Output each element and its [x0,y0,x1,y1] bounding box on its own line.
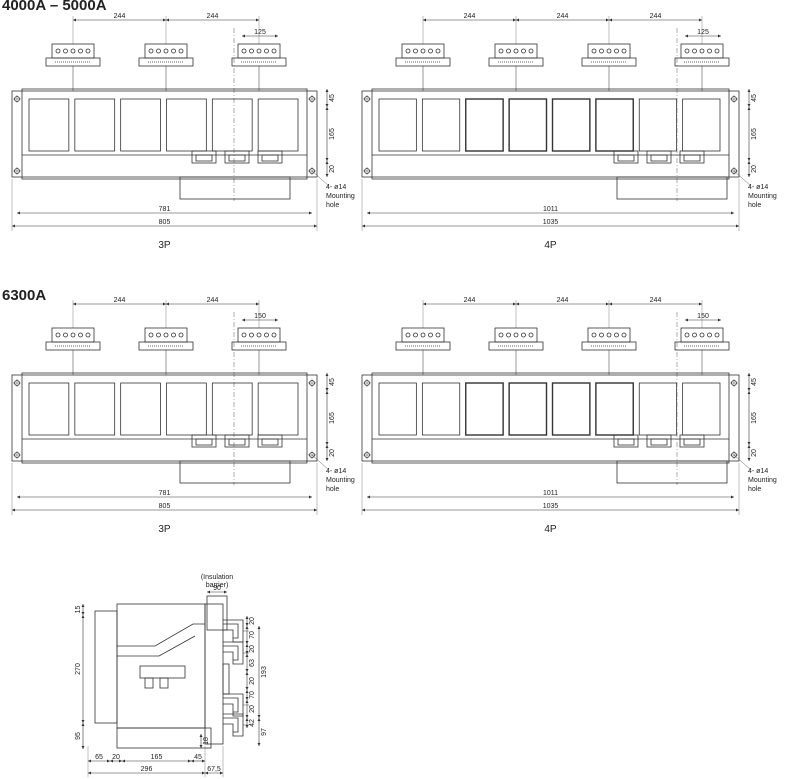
dimension-label: 45 [751,378,758,386]
terminal-block [488,43,544,67]
dimension-label: 20 [329,165,336,173]
view-label: 3P [158,240,171,251]
terminal-block [395,43,451,67]
dimension-label: 244 [557,297,569,304]
dimension-label: 20 [751,449,758,457]
dimension-label: 95 [75,732,82,740]
section-title-4000-5000: 4000A – 5000A [2,0,107,14]
dimension-label: 165 [151,754,163,761]
dimension-label: 45 [329,94,336,102]
terminal-block [45,43,101,67]
hole-note: Mounting [748,477,777,484]
hole-note: 4- ø14 [748,468,768,475]
dimension-label: 244 [207,13,219,20]
dimension-label: 63 [249,659,256,667]
dimension-label: 781 [159,490,171,497]
hole-note: Mounting [326,477,355,484]
dimension-label: 193 [261,666,268,678]
dimension-label: 42 [249,719,256,727]
dimension-label: 150 [697,313,709,320]
dimension-label: 18 [203,737,210,745]
dimension-label: 15 [75,606,82,614]
terminal-block [581,327,637,351]
terminal-block [138,327,194,351]
dimension-label: 125 [254,29,266,36]
dimension-label: 70 [249,691,256,699]
dimension-label: 20 [329,449,336,457]
dimension-label: 20 [112,754,120,761]
terminal-block [231,43,287,67]
dimension-label: 1011 [543,490,558,497]
hole-note: hole [326,486,339,493]
hole-note: Mounting [748,193,777,200]
terminal-block [488,327,544,351]
dimension-label: 244 [557,13,569,20]
dimension-label: 97 [261,728,268,736]
hole-note: hole [748,202,761,209]
dimension-label: 270 [75,663,82,675]
dimension-label: 244 [464,297,476,304]
dimension-label: 20 [249,705,256,713]
dimension-label: 45 [329,378,336,386]
dimension-label: 70 [249,631,256,639]
dimension-label: 45 [194,754,202,761]
terminal-block [581,43,637,67]
dimension-label: 67,5 [207,766,221,773]
dimension-label: 244 [114,297,126,304]
dimension-label: 805 [159,219,171,226]
view-label: 4P [544,240,557,251]
dimension-label: 165 [751,412,758,424]
dimension-label: 1035 [543,503,559,510]
dimension-label: 244 [650,13,662,20]
dimension-label: 805 [159,503,171,510]
dimension-label: 244 [650,297,662,304]
dimension-label: 1011 [543,206,558,213]
front-view-4p: 244 244 244 150 1011 1035 45 165 20 4- ø14Mountin… [361,297,777,535]
dimension-label: 781 [159,206,171,213]
terminal-block [231,327,287,351]
barrier-note: (Insulation [201,574,233,581]
hole-note: 4- ø14 [326,468,346,475]
dimension-label: 20 [751,165,758,173]
dimension-label: 244 [114,13,126,20]
dimension-label: 165 [329,412,336,424]
hole-note: hole [748,486,761,493]
barrier-note: barrier) [206,582,229,589]
dimension-label: 1035 [543,219,559,226]
dimension-label: 20 [249,617,256,625]
front-view-4p: 244 244 244 125 1011 1035 45 165 20 4- ø14Mountin… [361,13,777,251]
terminal-block [674,327,730,351]
hole-note: hole [326,202,339,209]
view-label: 4P [544,524,557,535]
dimension-label: 125 [697,29,709,36]
hole-note: 4- ø14 [748,184,768,191]
dimension-label: 165 [329,128,336,140]
hole-note: 4- ø14 [326,184,346,191]
dimension-label: 165 [751,128,758,140]
section-title-6300: 6300A [2,287,47,304]
terminal-block [45,327,101,351]
dimension-label: 20 [249,677,256,685]
terminal-block [138,43,194,67]
dimension-label: 45 [751,94,758,102]
dimension-label: 244 [207,297,219,304]
hole-note: Mounting [326,193,355,200]
dimension-label: 65 [95,754,103,761]
terminal-block [395,327,451,351]
dimension-label: 244 [464,13,476,20]
dimension-label: 20 [249,645,256,653]
dimension-label: 296 [141,766,153,773]
dimension-label: 150 [254,313,266,320]
dimension-label: 90 [213,585,221,592]
view-label: 3P [158,524,171,535]
terminal-block [674,43,730,67]
